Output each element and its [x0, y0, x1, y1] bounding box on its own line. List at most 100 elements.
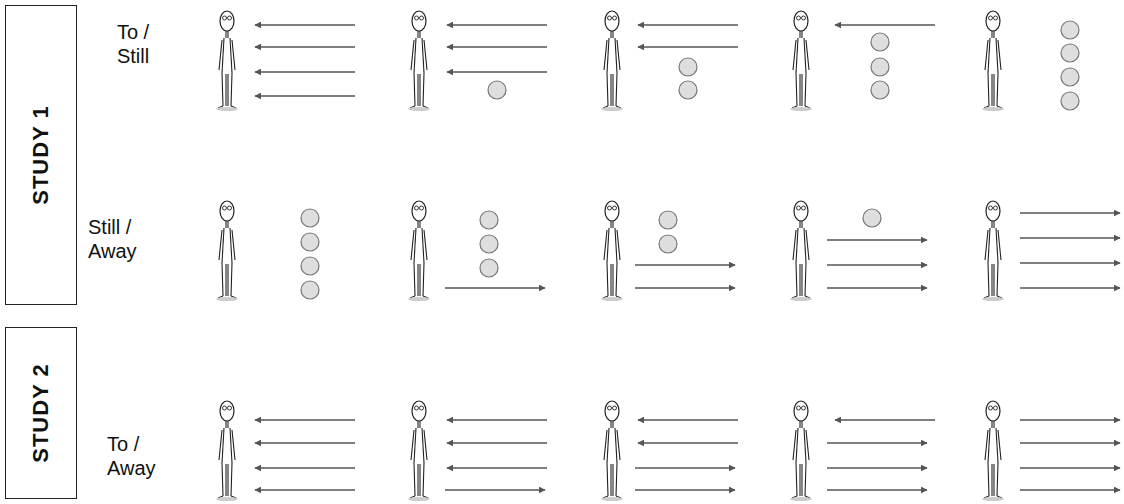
stick-figure [790, 201, 812, 301]
motion-arrow [827, 442, 927, 444]
body-line [985, 40, 988, 70]
stick-figure [216, 401, 238, 501]
body-line [988, 263, 989, 296]
still-object [480, 211, 498, 229]
motion-arrow [1020, 287, 1120, 289]
body-line [419, 264, 420, 296]
eye [415, 406, 419, 410]
body-line [227, 264, 228, 296]
body-line [801, 221, 802, 228]
stick-figure [982, 401, 1004, 501]
body-line [616, 73, 617, 106]
head [220, 11, 234, 31]
body-line [422, 428, 424, 463]
stick-figure [982, 11, 1004, 111]
shadow [601, 297, 623, 301]
body-line [988, 38, 990, 73]
body-line [804, 228, 806, 263]
head [412, 11, 426, 31]
body-line [617, 430, 620, 460]
motion-arrow [635, 467, 735, 469]
motion-arrow [827, 489, 927, 491]
body-line [423, 463, 424, 496]
motion-arrow [447, 467, 547, 469]
body-line [225, 31, 226, 38]
motion-arrow [827, 467, 927, 469]
shadow [216, 497, 238, 501]
body-line [988, 463, 989, 496]
body-line [988, 428, 990, 463]
body-line [607, 73, 608, 106]
shadow [982, 107, 1004, 111]
motion-arrow [445, 489, 545, 491]
eye [994, 16, 998, 20]
stick-figure [408, 401, 430, 501]
eye [802, 16, 806, 20]
body-line [993, 264, 994, 296]
body-line [417, 421, 418, 428]
body-line [227, 74, 228, 106]
body-line [988, 228, 990, 263]
motion-arrow [635, 489, 735, 491]
shadow [408, 297, 430, 301]
body-line [997, 263, 998, 296]
shadow [790, 497, 812, 501]
body-line [796, 263, 797, 296]
body-line [617, 40, 620, 70]
stick-figure [982, 201, 1004, 301]
still-object [301, 281, 319, 299]
still-object [301, 209, 319, 227]
body-line [232, 230, 235, 260]
shadow [982, 497, 1004, 501]
still-object [480, 235, 498, 253]
still-object [480, 259, 498, 277]
body-line [612, 221, 613, 228]
body-line [806, 230, 809, 260]
motion-arrow [1020, 237, 1120, 239]
eye [989, 206, 993, 210]
body-line [998, 40, 1001, 70]
stick-figure [601, 401, 623, 501]
body-line [610, 31, 611, 38]
motion-arrow [638, 419, 738, 421]
eye [415, 16, 419, 20]
still-object [863, 209, 881, 227]
still-object [488, 81, 506, 99]
body-line [222, 73, 223, 106]
body-line [607, 228, 609, 263]
stick-figures [216, 11, 1004, 501]
body-line [991, 464, 992, 496]
body-line [417, 221, 418, 228]
motion-arrow [447, 442, 547, 444]
body-line [607, 38, 609, 73]
body-line [219, 40, 222, 70]
body-line [225, 464, 226, 496]
eye [797, 206, 801, 210]
head [220, 401, 234, 421]
shadow [982, 297, 1004, 301]
body-line [414, 73, 415, 106]
body-line [414, 263, 415, 296]
motion-arrow [638, 24, 738, 26]
motion-arrow [1020, 212, 1120, 214]
body-line [615, 428, 617, 463]
eye [420, 406, 424, 410]
stick-figure [408, 201, 430, 301]
body-line [615, 228, 617, 263]
body-line [230, 428, 232, 463]
body-line [232, 40, 235, 70]
motion-arrow [255, 489, 355, 491]
body-line [419, 464, 420, 496]
eye [228, 16, 232, 20]
body-line [793, 230, 796, 260]
body-line [806, 430, 809, 460]
body-line [604, 430, 607, 460]
shadow [216, 297, 238, 301]
body-line [424, 230, 427, 260]
eye [797, 16, 801, 20]
body-line [615, 38, 617, 73]
body-line [424, 40, 427, 70]
condition-label: Still / Away [88, 215, 162, 263]
eye [608, 406, 612, 410]
body-line [222, 263, 223, 296]
